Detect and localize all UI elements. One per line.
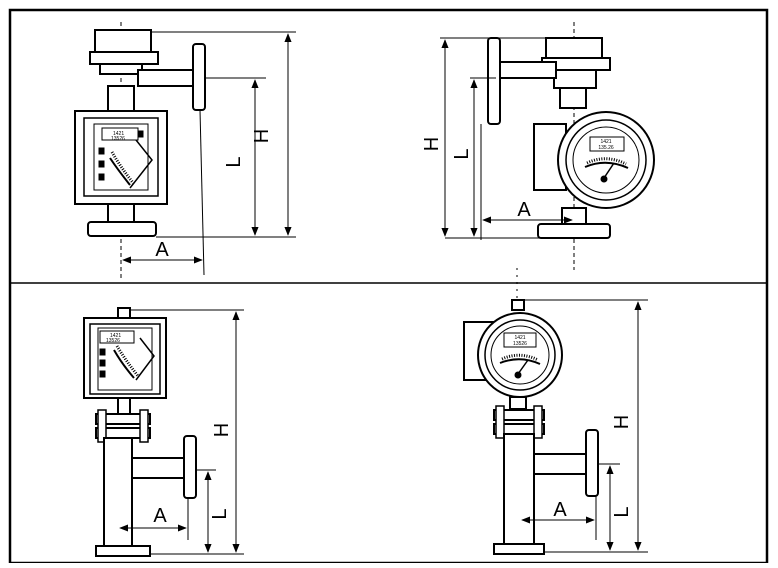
label-a-1: A — [155, 239, 169, 261]
inlet-flange — [487, 37, 501, 125]
label-l-3: L — [209, 508, 231, 519]
meter-top-right: 1421 135.26 — [440, 22, 655, 270]
inlet-flange — [585, 429, 599, 497]
lcd-display — [101, 127, 139, 141]
label-l-2: L — [451, 148, 473, 159]
label-l-1: L — [223, 156, 245, 167]
inlet-flange — [183, 435, 197, 499]
svg-text:13526: 13526 — [106, 338, 120, 344]
svg-text:1421: 1421 — [514, 335, 525, 341]
svg-text:1421: 1421 — [110, 333, 121, 339]
inlet-flange — [192, 43, 206, 111]
label-h-3: H — [211, 423, 233, 437]
svg-text:13526: 13526 — [111, 136, 125, 142]
meter-bottom-right: 1421 13526 — [463, 268, 648, 555]
round-indicator — [557, 111, 655, 209]
meter-bottom-left: 1421 13526 — [83, 307, 244, 557]
svg-text:13526: 13526 — [513, 341, 527, 347]
svg-text:1421: 1421 — [600, 139, 611, 145]
label-l-4: L — [611, 506, 633, 517]
label-a-4: A — [553, 499, 567, 521]
svg-text:135.26: 135.26 — [598, 145, 614, 151]
top-nut — [94, 29, 152, 53]
bottom-flange — [537, 223, 611, 239]
label-a-2: A — [517, 199, 531, 221]
label-h-1: H — [251, 129, 273, 143]
label-h-4: H — [611, 415, 633, 429]
label-h-2: H — [421, 137, 443, 151]
bottom-flange — [87, 221, 157, 237]
meter-top-left: 1421 13526 — [74, 22, 296, 280]
label-a-3: A — [153, 505, 167, 527]
svg-text:1421: 1421 — [113, 131, 124, 137]
bottom-flange — [95, 545, 151, 557]
lcd-display — [99, 330, 135, 344]
bottom-flange — [493, 543, 545, 555]
